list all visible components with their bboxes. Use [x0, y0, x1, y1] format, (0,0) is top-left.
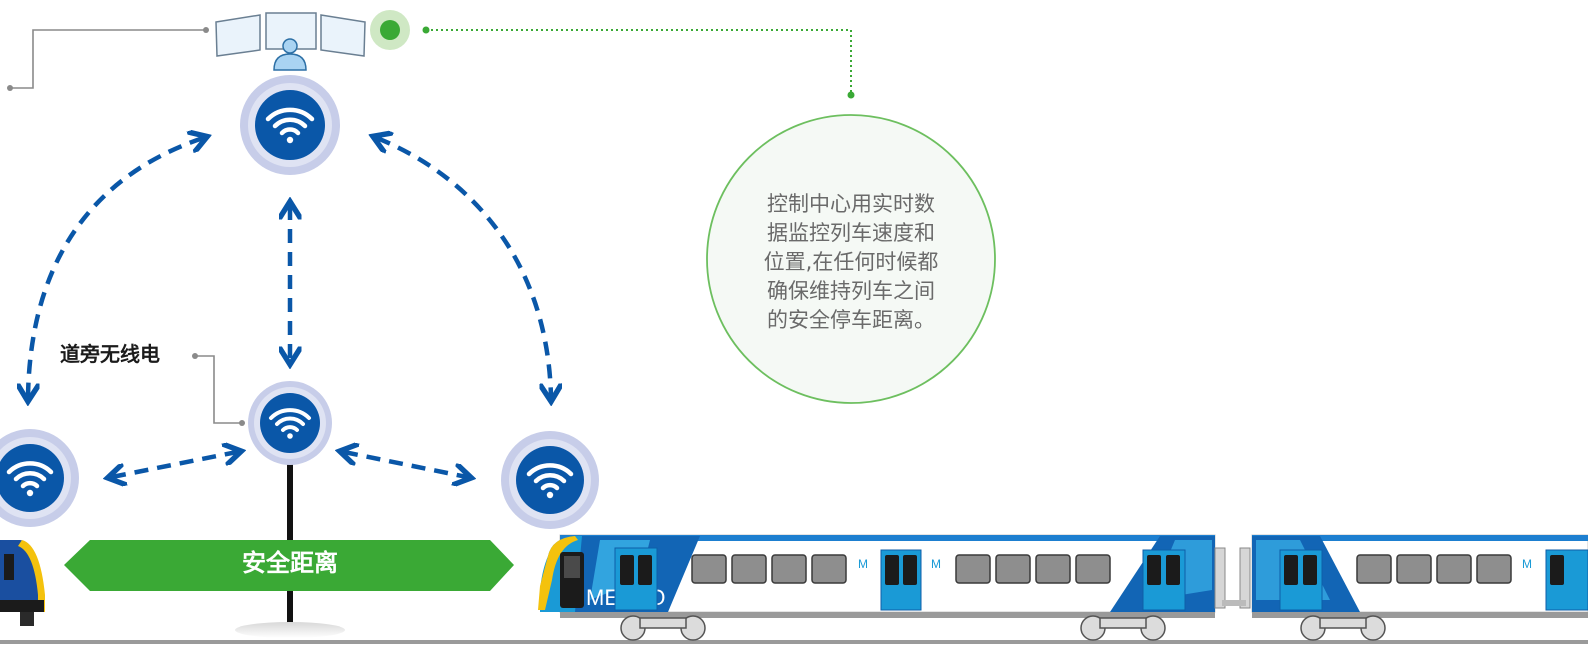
double-arrow-icon: [377, 138, 551, 397]
wifi-icon: [0, 429, 79, 527]
communication-arrows: [28, 138, 551, 477]
metro-train-icon: [0, 540, 45, 626]
connector-dot: [239, 420, 245, 426]
wifi-icon: [248, 381, 332, 465]
double-arrow-icon: [112, 452, 237, 477]
metro-train-icon: METRO M M: [538, 534, 1588, 641]
callout-line: 确保维持列车之间: [767, 279, 935, 303]
info-callout-text: 控制中心用实时数 据监控列车速度和 位置,在任何时候都 确保维持列车之间 的安全…: [745, 190, 957, 335]
connector-dot: [192, 353, 198, 359]
connector-dot: [7, 85, 13, 91]
double-arrow-icon: [344, 452, 467, 477]
svg-text:M: M: [858, 557, 868, 571]
callout-line: 据监控列车速度和: [767, 221, 935, 245]
control-center-operator-icon: [215, 12, 366, 71]
connector-dot: [203, 27, 209, 33]
wifi-icon: [240, 75, 340, 175]
callout-line: 位置,在任何时候都: [763, 250, 939, 274]
safe-distance-label: 安全距离: [242, 549, 338, 577]
callout-line: 的安全停车距离。: [767, 308, 935, 332]
callout-line: 控制中心用实时数: [767, 192, 935, 216]
track-ground-line: [0, 640, 1588, 644]
status-light-icon: [370, 10, 410, 50]
wayside-radio-label: 道旁无线电: [60, 342, 160, 366]
svg-text:M: M: [931, 557, 941, 571]
info-callout-circle: [706, 114, 996, 404]
safe-distance-banner: [64, 540, 514, 591]
svg-text:M: M: [1522, 557, 1532, 571]
pole-shadow: [235, 622, 345, 638]
double-arrow-icon: [28, 138, 203, 397]
callout-connector: [422, 26, 855, 99]
wifi-icon: [501, 431, 599, 529]
